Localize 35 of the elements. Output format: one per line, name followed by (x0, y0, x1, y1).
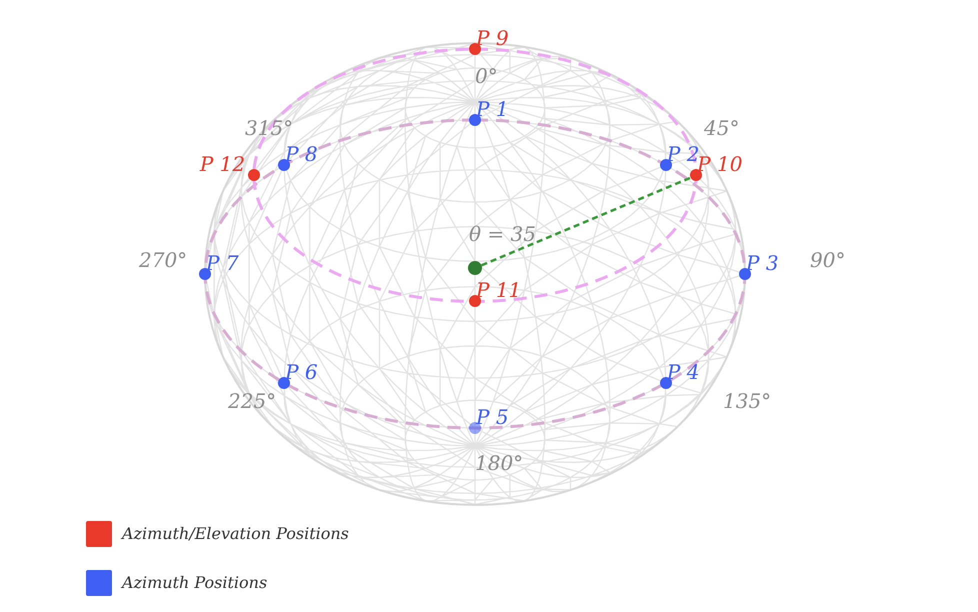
azimuth-label: 90° (810, 250, 846, 270)
dot-icon (739, 268, 751, 280)
azimuth-label: 180° (475, 453, 524, 473)
dot-icon (469, 43, 481, 56)
dashed-line (481, 176, 692, 266)
dot-icon (468, 261, 482, 275)
point-label: P 3 (746, 253, 779, 273)
azimuth-label: 45° (704, 118, 740, 138)
azimuth-label: 225° (228, 391, 276, 411)
point-label: P 9 (476, 28, 509, 48)
point-label: P 4 (666, 362, 700, 382)
angle-label: θ = 35 (469, 224, 536, 244)
dot-icon (469, 295, 481, 308)
point-label: P 12 (200, 154, 246, 174)
dot-icon (690, 169, 702, 182)
point-label: P 7 (206, 253, 239, 273)
dot-icon (199, 268, 211, 280)
point-label: P 5 (476, 407, 509, 427)
azimuth-label: 135° (723, 391, 772, 411)
dot-icon (469, 114, 481, 126)
legend-label: Azimuth/Elevation Positions (122, 526, 349, 542)
azimuth-label: 270° (139, 250, 188, 270)
dot-icon (278, 159, 290, 172)
azimuth-label: 0° (475, 66, 498, 86)
dot-icon (660, 159, 672, 172)
point-label: P 8 (285, 144, 318, 164)
point-label: P 1 (476, 99, 509, 119)
point-label: P 2 (666, 144, 700, 164)
azimuth-label: 315° (245, 118, 294, 138)
dot-icon (469, 422, 481, 434)
point-label: P 10 (697, 154, 742, 174)
dot-icon (248, 169, 260, 182)
legend-label: Azimuth Positions (122, 575, 268, 591)
point-label: P 6 (285, 362, 318, 382)
point-label: P 11 (476, 280, 522, 300)
